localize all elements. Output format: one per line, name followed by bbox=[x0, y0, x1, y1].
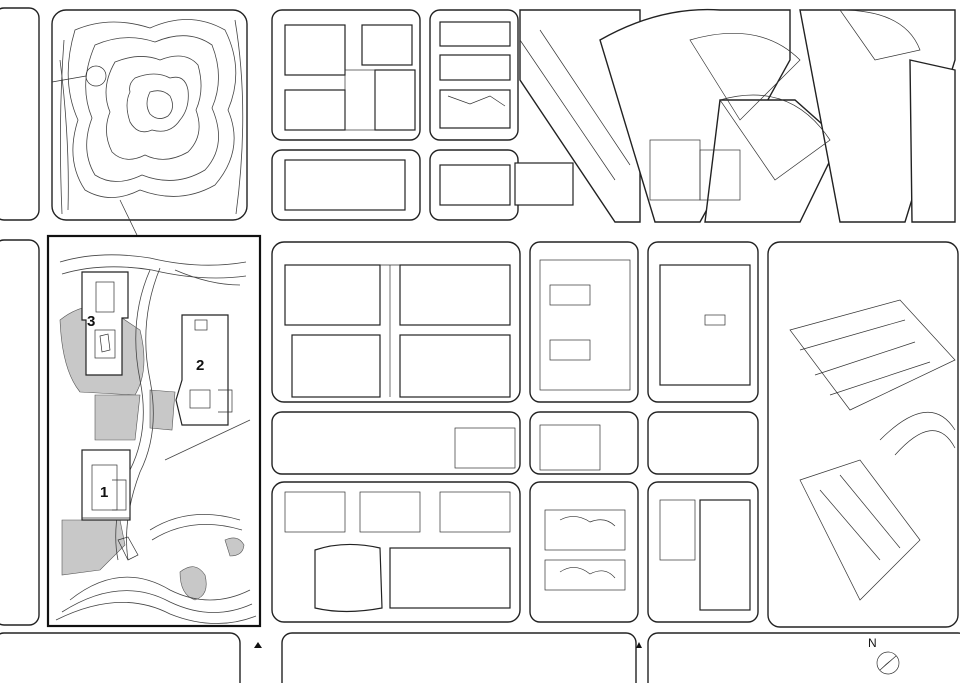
baseball-fields bbox=[649, 9, 921, 201]
highlighted-site bbox=[46, 234, 262, 628]
park-contours bbox=[51, 19, 244, 263]
north-arrow: N bbox=[868, 636, 900, 675]
label-building-2: 2 bbox=[196, 357, 204, 374]
label-building-3: 3 bbox=[87, 313, 95, 330]
tennis-courts bbox=[789, 299, 956, 601]
north-label: N bbox=[868, 636, 877, 650]
site-buildings bbox=[81, 271, 233, 521]
top-row-buildings bbox=[284, 21, 631, 211]
entrance-markers bbox=[254, 642, 642, 648]
lower-row-buildings bbox=[284, 491, 751, 613]
middle-row-buildings bbox=[284, 259, 751, 471]
building-number-labels: 3 2 1 bbox=[87, 313, 204, 501]
label-building-1: 1 bbox=[100, 484, 108, 501]
